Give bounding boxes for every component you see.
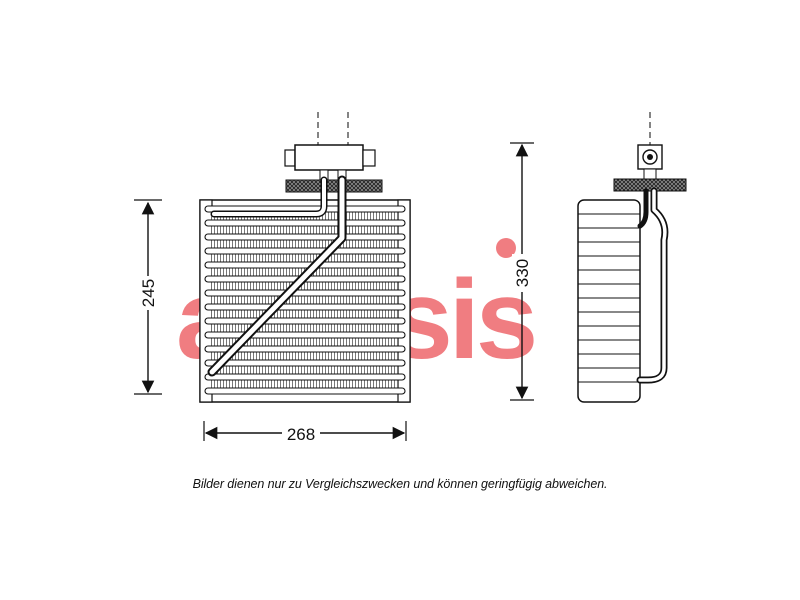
valve-right-cap [362, 149, 376, 167]
mounting-flange-side [613, 178, 687, 192]
side-plate-right [397, 199, 411, 403]
dimension-label-245: 245 [139, 279, 158, 307]
dimension-height-front: 245 [134, 199, 162, 395]
core-side-body [577, 199, 641, 403]
side-pipe-long-inner [638, 189, 667, 382]
valve-port-inner [647, 154, 653, 160]
core-tubes [204, 205, 406, 395]
refrigerant-pipe-diagonal-inner [209, 177, 345, 375]
dimension-label-bg [282, 424, 320, 442]
disclaimer-text: Bilder dienen nur zu Vergleichszwecken u… [192, 477, 608, 491]
dimension-label-bg [512, 254, 532, 292]
dimension-width-front: 268 [203, 421, 407, 444]
side-pipe-outer [637, 188, 649, 229]
refrigerant-pipe-outer-inner [212, 178, 326, 216]
side-view [577, 112, 687, 403]
valve-neck [643, 168, 657, 180]
dimension-height-side: 330 [510, 142, 534, 401]
mounting-flange [285, 179, 383, 193]
dimension-label-268: 268 [287, 425, 315, 444]
core-side-ribs [578, 213, 640, 383]
dimension-label-330: 330 [513, 259, 532, 287]
valve-left-cap [284, 149, 296, 167]
front-view [199, 112, 411, 403]
valve-body [294, 144, 364, 171]
watermark-dot [496, 238, 516, 258]
dimension-label-bg [138, 276, 158, 310]
